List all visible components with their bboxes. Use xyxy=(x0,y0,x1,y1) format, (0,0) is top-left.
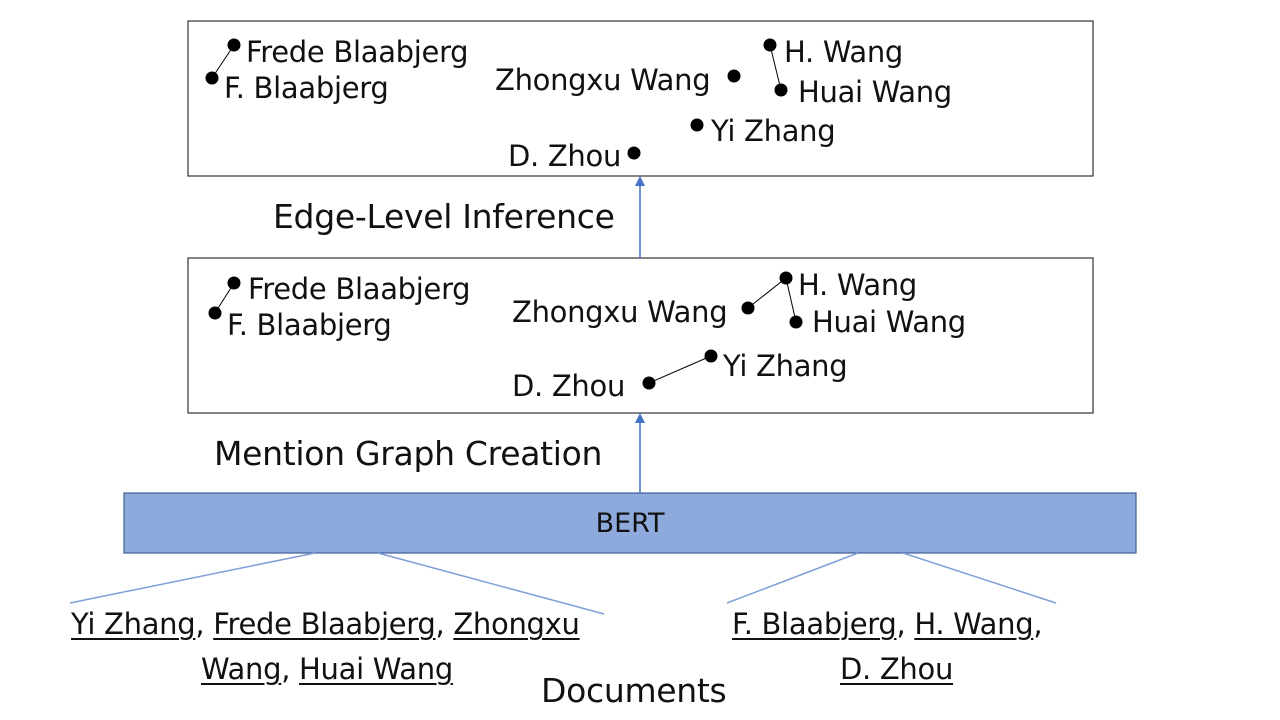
arrowhead-middle xyxy=(635,413,645,423)
doc1-mention-huai-wang: Huai Wang xyxy=(299,652,453,686)
doc1-sep-2: , xyxy=(435,607,454,641)
top-node-h-wang xyxy=(763,38,777,52)
top-edge-wang xyxy=(769,44,782,91)
top-label-yi-zhang: Yi Zhang xyxy=(711,114,836,148)
mid-label-yi-zhang: Yi Zhang xyxy=(723,349,848,383)
mid-label-d-zhou: D. Zhou xyxy=(512,369,626,403)
doc2-line-left xyxy=(726,552,859,604)
doc1-line-left xyxy=(69,552,316,604)
mid-label-huai-wang: Huai Wang xyxy=(812,305,966,339)
doc2-sep-2: , xyxy=(1033,607,1043,641)
mid-label-h-wang: H. Wang xyxy=(798,268,918,302)
stage-label-mention-graph-creation: Mention Graph Creation xyxy=(214,434,603,473)
mid-label-frede-blaabjerg: Frede Blaabjerg xyxy=(248,272,471,306)
mid-node-f-blaabjerg xyxy=(208,306,222,320)
documents-label: Documents xyxy=(541,671,727,710)
mid-edge-hwang-huai xyxy=(785,277,797,323)
doc2-sep-1: , xyxy=(896,607,915,641)
arrowhead-top xyxy=(635,176,645,186)
mid-label-f-blaabjerg: F. Blaabjerg xyxy=(227,308,392,342)
bert-box xyxy=(123,492,1137,554)
top-label-d-zhou: D. Zhou xyxy=(508,139,622,173)
mid-node-huai-wang xyxy=(789,315,803,329)
doc2-mention-d-zhou: D. Zhou xyxy=(840,652,954,686)
top-node-zhongxu-wang xyxy=(727,69,741,83)
doc1-mention-wang: Wang xyxy=(201,652,282,686)
top-label-h-wang: H. Wang xyxy=(784,35,904,69)
doc1-sep-1: , xyxy=(195,607,214,641)
middle-graph-box xyxy=(187,257,1094,414)
document-2-line-1: F. Blaabjerg, H. Wang, xyxy=(732,607,1043,641)
document-1-line-1: Yi Zhang, Frede Blaabjerg, Zhongxu xyxy=(71,610,580,639)
top-edge-blaabjerg xyxy=(211,44,235,79)
mid-node-frede-blaabjerg xyxy=(227,276,241,290)
mid-label-zhongxu-wang: Zhongxu Wang xyxy=(512,295,728,329)
top-graph-box xyxy=(187,20,1094,177)
doc2-line-right xyxy=(902,552,1057,604)
top-node-f-blaabjerg xyxy=(205,71,219,85)
top-label-huai-wang: Huai Wang xyxy=(798,75,952,109)
mid-node-h-wang xyxy=(779,271,793,285)
top-node-d-zhou xyxy=(627,146,641,160)
top-node-yi-zhang xyxy=(690,118,704,132)
document-1-line-2: Wang, Huai Wang xyxy=(201,655,453,684)
doc2-mention-f-blaabjerg: F. Blaabjerg xyxy=(732,607,897,641)
mid-edge-zhongxu-hwang xyxy=(747,277,787,309)
bert-label: BERT xyxy=(595,507,665,539)
top-label-frede-blaabjerg: Frede Blaabjerg xyxy=(246,35,469,69)
doc1-sep-3: , xyxy=(281,652,300,686)
top-node-frede-blaabjerg xyxy=(227,38,241,52)
top-label-f-blaabjerg: F. Blaabjerg xyxy=(224,71,389,105)
doc1-mention-zhongxu: Zhongxu xyxy=(453,607,580,641)
doc1-line-right xyxy=(377,552,605,615)
stage-label-edge-level-inference: Edge-Level Inference xyxy=(273,197,615,236)
doc1-mention-yi-zhang: Yi Zhang xyxy=(71,607,196,641)
mid-edge-zhou-zhang xyxy=(648,355,712,384)
top-node-huai-wang xyxy=(774,83,788,97)
top-label-zhongxu-wang: Zhongxu Wang xyxy=(495,63,711,97)
mid-node-d-zhou xyxy=(642,376,656,390)
mid-node-zhongxu-wang xyxy=(741,301,755,315)
document-2-line-2: D. Zhou xyxy=(840,655,953,684)
mid-node-yi-zhang xyxy=(704,349,718,363)
doc2-mention-h-wang: H. Wang xyxy=(914,607,1034,641)
doc1-mention-frede-blaabjerg: Frede Blaabjerg xyxy=(213,607,436,641)
